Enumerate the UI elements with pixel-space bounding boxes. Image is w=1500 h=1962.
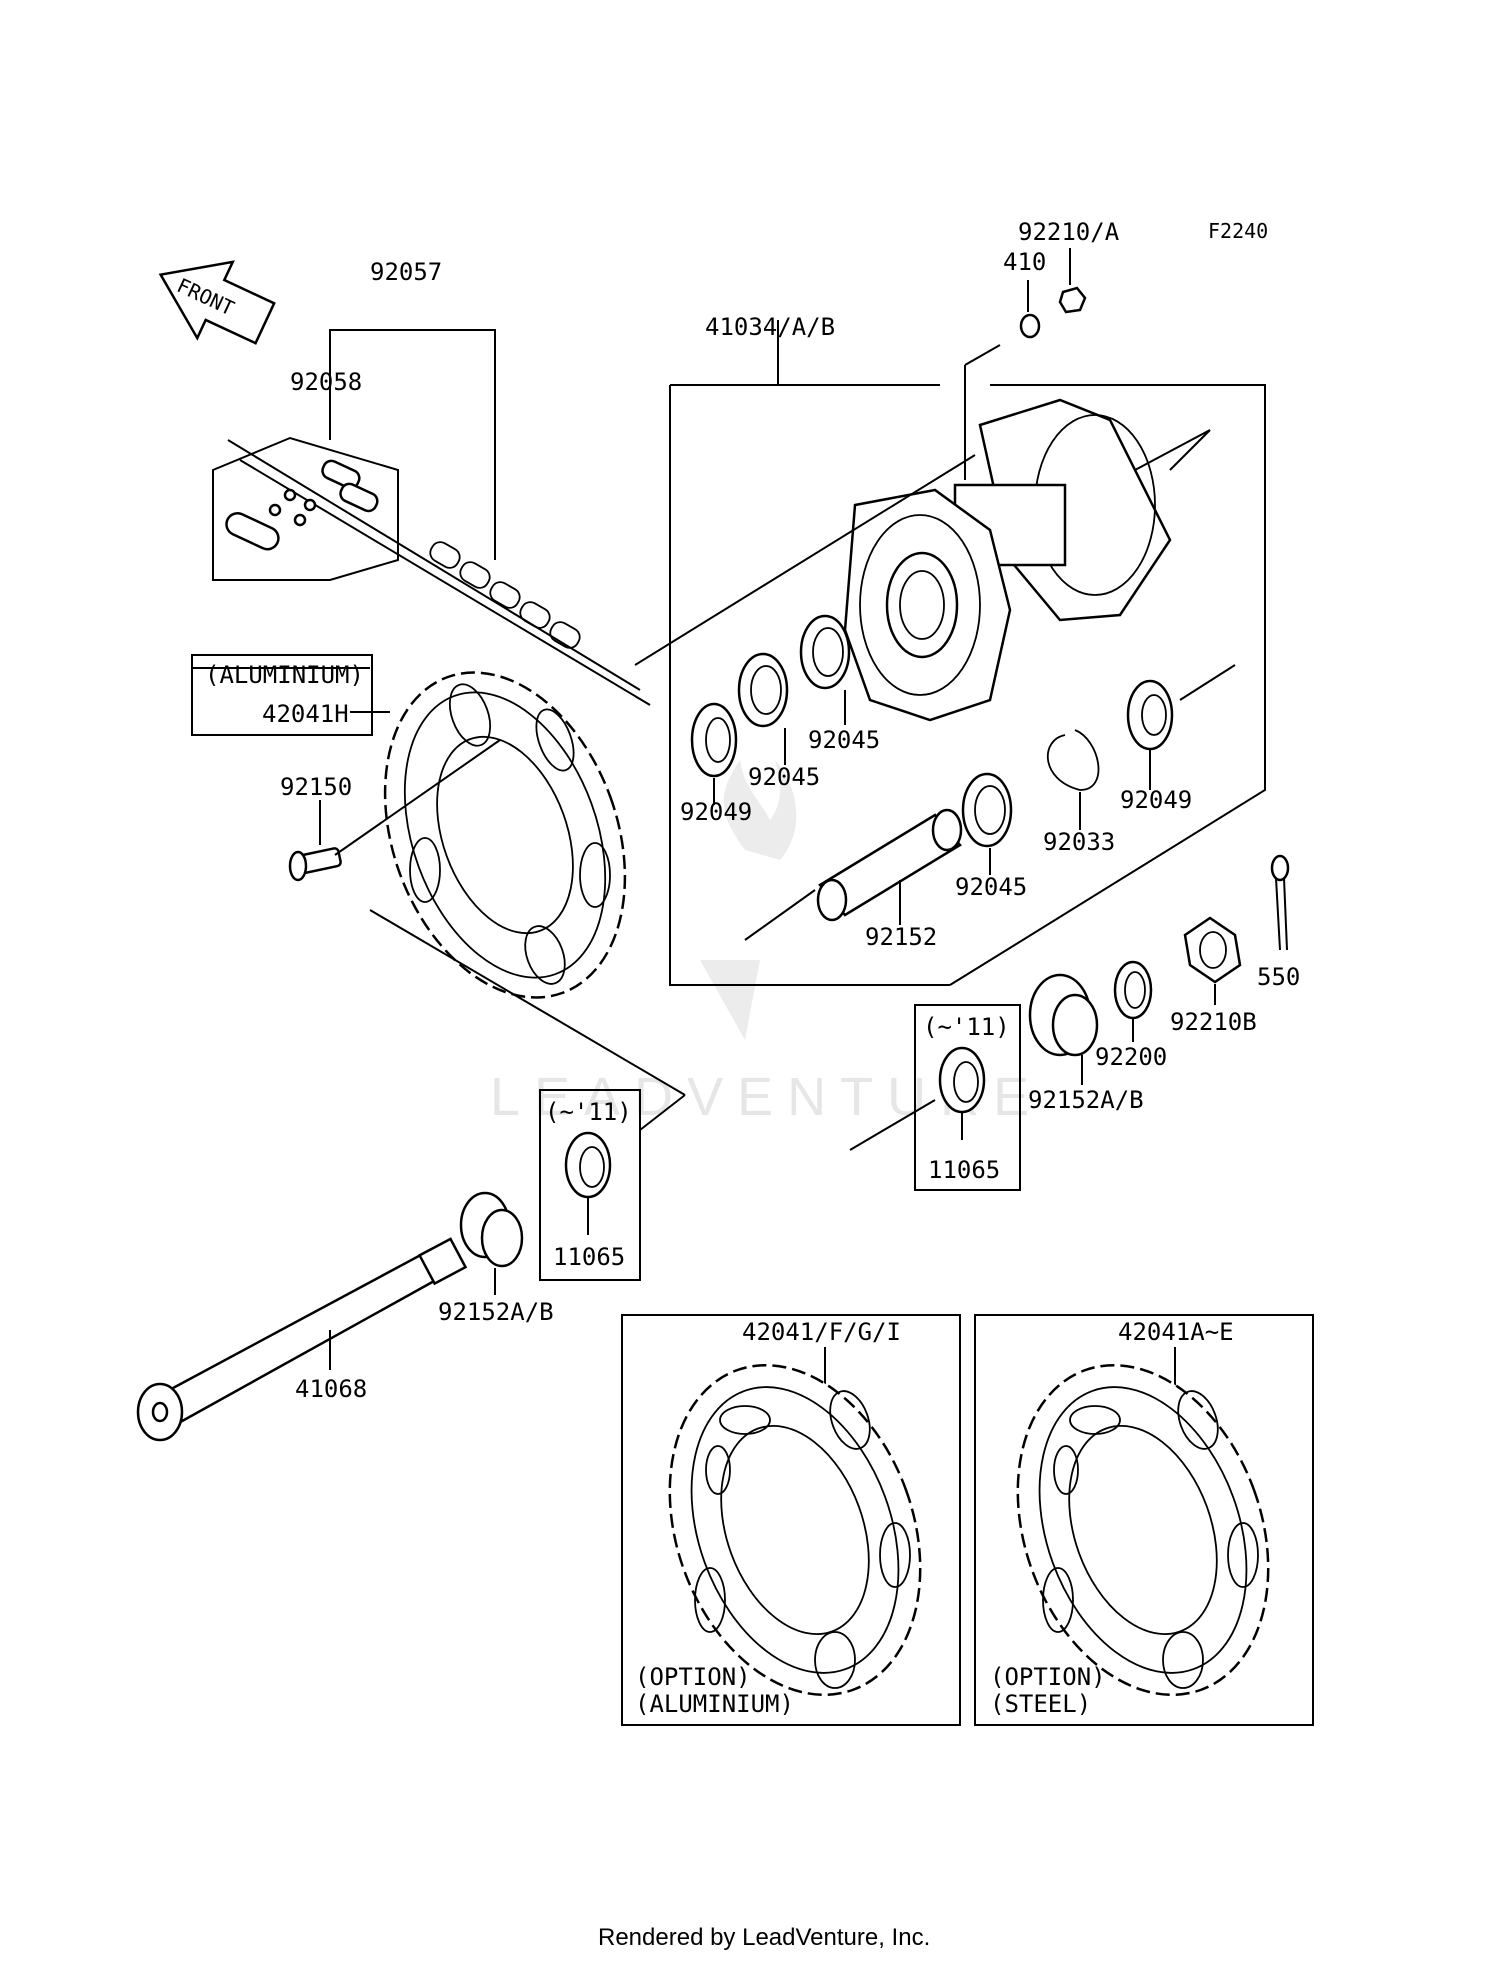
option-sprocket-aluminium <box>668 1363 922 1697</box>
label-92200: 92200 <box>1095 1043 1167 1071</box>
diagram-code: F2240 <box>1208 219 1268 243</box>
label-42041ae: 42041A~E <box>1118 1318 1234 1346</box>
label-92150: 92150 <box>280 773 352 801</box>
spacer-92152 <box>816 808 963 922</box>
label-92152: 92152 <box>865 923 937 951</box>
label-41034: 41034/A/B <box>705 313 835 341</box>
collar-92152ab-left <box>459 1191 524 1268</box>
label-11065-right: 11065 <box>928 1156 1000 1184</box>
label-550: 550 <box>1257 963 1300 991</box>
axle-41068 <box>136 1237 468 1442</box>
label-option-1: (OPTION) <box>635 1663 751 1691</box>
bearing-92045-a <box>737 652 789 728</box>
footer-credit: Rendered by LeadVenture, Inc. <box>598 1924 930 1951</box>
label-option-2-material: (STEEL) <box>990 1690 1091 1718</box>
bearing-92045-c <box>961 772 1013 848</box>
box-11065-right <box>914 1004 1021 1191</box>
front-arrow-icon: FRONT <box>158 260 276 345</box>
label-92045-a: 92045 <box>748 763 820 791</box>
label-option-1-material: (ALUMINIUM) <box>635 1690 794 1718</box>
label-92152ab-right: 92152A/B <box>1028 1086 1144 1114</box>
label-11065-left-note: (~'11) <box>545 1098 632 1126</box>
bearing-92045-b <box>799 614 851 690</box>
sprocket-42041h <box>383 671 627 999</box>
label-92045-b: 92045 <box>808 726 880 754</box>
label-92033: 92033 <box>1043 828 1115 856</box>
label-92057: 92057 <box>370 258 442 286</box>
label-11065-right-note: (~'11) <box>923 1013 1010 1041</box>
watermark: LEADVENTURE <box>490 760 1029 1127</box>
label-410: 410 <box>1003 248 1046 276</box>
label-11065-left: 11065 <box>553 1243 625 1271</box>
label-92049-left: 92049 <box>680 798 752 826</box>
label-42041fgi: 42041/F/G/I <box>742 1318 901 1346</box>
label-option-2: (OPTION) <box>990 1663 1106 1691</box>
bolt-92150 <box>288 800 342 882</box>
label-41068: 41068 <box>295 1375 367 1403</box>
castle-nut-92210b <box>1183 916 1242 984</box>
label-92045-c: 92045 <box>955 873 1027 901</box>
label-92049-right: 92049 <box>1120 786 1192 814</box>
collar-92152ab-right <box>1028 973 1099 1057</box>
seal-11065-right <box>938 1046 986 1114</box>
label-92058: 92058 <box>290 368 362 396</box>
nut-92210a <box>1058 286 1087 314</box>
label-92210b: 92210B <box>1170 1008 1257 1036</box>
seal-11065-left <box>564 1131 612 1199</box>
label-92152ab-left: 92152A/B <box>438 1298 554 1326</box>
seal-92049-left <box>690 702 738 778</box>
seal-92049-right <box>1126 679 1174 751</box>
chain-assembly <box>212 329 651 706</box>
rear-hub <box>843 398 1211 722</box>
box-11065-left <box>539 1089 641 1281</box>
washer-410 <box>1019 313 1041 339</box>
option-box-aluminium <box>621 1314 961 1726</box>
cotter-pin-550 <box>1270 854 1290 951</box>
label-42041h: 42041H <box>262 700 349 728</box>
circlip-92033 <box>1046 729 1100 791</box>
label-92210a: 92210/A <box>1018 218 1120 246</box>
label-aluminium-note: (ALUMINIUM) <box>205 661 364 689</box>
option-box-steel <box>974 1314 1314 1726</box>
option-sprocket-steel <box>1016 1363 1270 1697</box>
